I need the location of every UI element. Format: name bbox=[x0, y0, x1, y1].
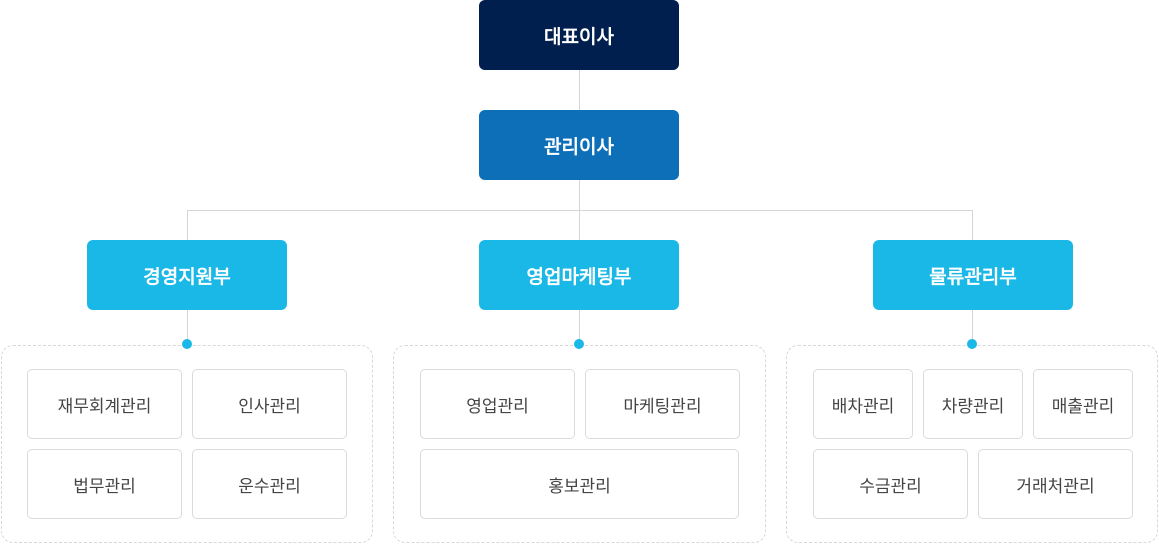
team-cell: 매출관리 bbox=[1033, 369, 1133, 439]
connector-dept-3 bbox=[972, 210, 973, 240]
team-cell: 수금관리 bbox=[813, 449, 968, 519]
team-cell: 운수관리 bbox=[192, 449, 347, 519]
connector-horizontal bbox=[187, 210, 973, 211]
team-cell: 법무관리 bbox=[27, 449, 182, 519]
connector-ceo-manager bbox=[579, 70, 580, 110]
department-box-management-support: 경영지원부 bbox=[87, 240, 287, 310]
team-cell: 거래처관리 bbox=[978, 449, 1133, 519]
team-cell: 차량관리 bbox=[923, 369, 1023, 439]
team-cell: 홍보관리 bbox=[420, 449, 739, 519]
connector-dot-1 bbox=[182, 339, 192, 349]
connector-dept2-group bbox=[579, 310, 580, 344]
team-cell: 배차관리 bbox=[813, 369, 913, 439]
team-cell: 인사관리 bbox=[192, 369, 347, 439]
team-cell: 재무회계관리 bbox=[27, 369, 182, 439]
connector-dot-2 bbox=[574, 339, 584, 349]
manager-box: 관리이사 bbox=[479, 110, 679, 180]
connector-dept3-group bbox=[972, 310, 973, 344]
connector-dot-3 bbox=[967, 339, 977, 349]
department-box-sales-marketing: 영업마케팅부 bbox=[479, 240, 679, 310]
connector-dept-1 bbox=[187, 210, 188, 240]
ceo-box: 대표이사 bbox=[479, 0, 679, 70]
team-cell: 영업관리 bbox=[420, 369, 575, 439]
department-box-logistics: 물류관리부 bbox=[873, 240, 1073, 310]
team-cell: 마케팅관리 bbox=[585, 369, 740, 439]
connector-dept1-group bbox=[187, 310, 188, 344]
